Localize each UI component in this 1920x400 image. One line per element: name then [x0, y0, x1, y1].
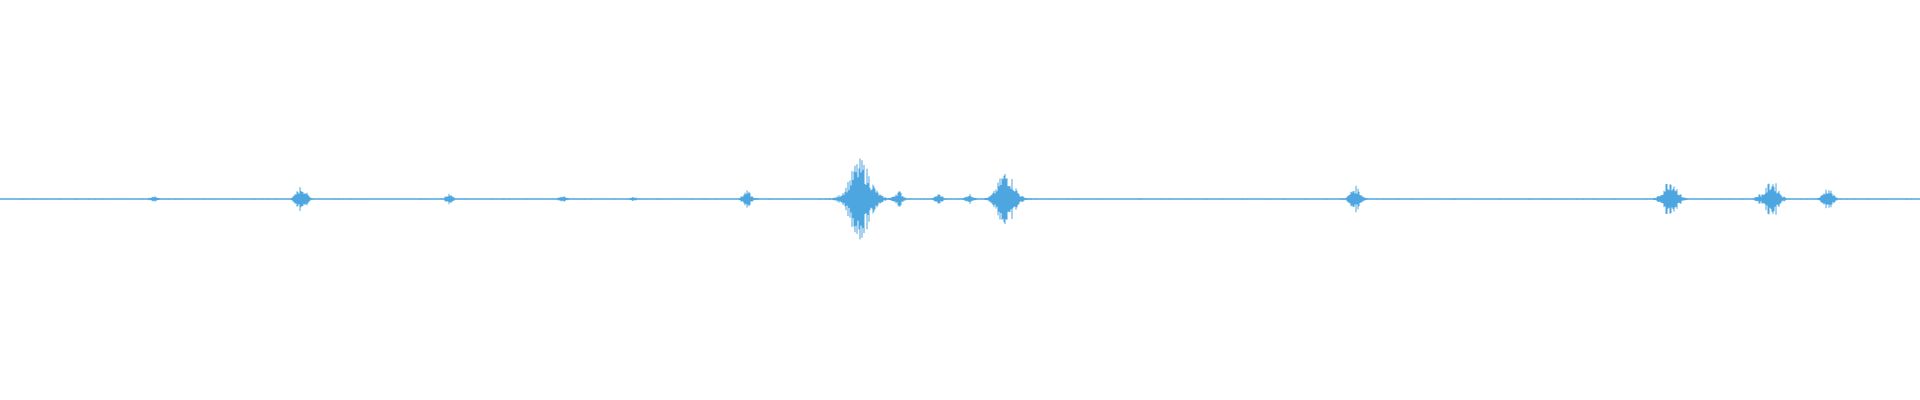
waveform-trace	[0, 158, 1920, 240]
waveform-peaks	[21, 158, 1912, 240]
